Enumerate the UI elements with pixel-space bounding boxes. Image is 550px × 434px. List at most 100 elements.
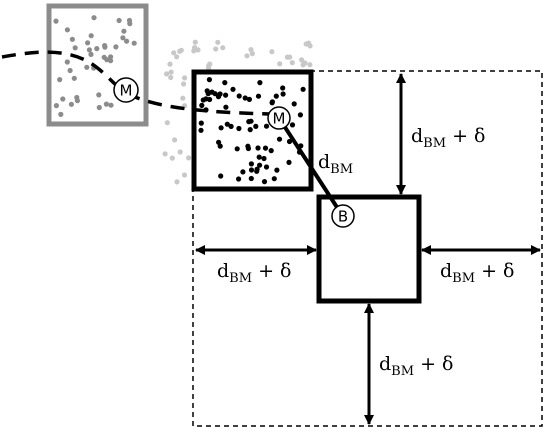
particle-dot xyxy=(299,57,305,63)
particle-dot xyxy=(222,80,228,86)
particle-dot xyxy=(236,176,242,182)
particle-dot xyxy=(180,95,186,101)
particle-dot xyxy=(181,172,188,178)
particle-dot xyxy=(53,18,59,24)
particle-dot xyxy=(64,59,70,65)
particle-dot xyxy=(171,50,177,56)
particle-dot xyxy=(240,169,246,175)
particle-dot xyxy=(256,154,262,160)
particle-dot xyxy=(220,45,226,51)
particle-dot xyxy=(249,51,255,57)
particle-dot xyxy=(246,96,252,102)
particle-dot xyxy=(71,75,77,81)
particle-dot xyxy=(198,120,204,126)
particle-dot xyxy=(57,77,63,83)
particle-dot xyxy=(91,15,97,21)
particle-dot xyxy=(223,104,229,110)
particle-dot xyxy=(286,138,293,145)
particle-dot xyxy=(186,155,192,161)
particle-dot xyxy=(289,122,296,128)
particle-dot xyxy=(167,61,173,67)
particle-dot xyxy=(257,162,263,168)
particle-dot xyxy=(85,40,91,46)
distance-label-bm: dBM xyxy=(318,151,353,177)
particle-dot xyxy=(108,58,114,64)
particle-dot xyxy=(300,62,306,68)
particle-dot xyxy=(174,179,180,185)
particle-dot xyxy=(248,118,254,124)
particle-dot xyxy=(271,176,277,182)
particle-dot xyxy=(276,136,283,142)
particle-dot xyxy=(286,159,292,165)
particle-dot xyxy=(108,54,114,60)
particle-dot xyxy=(263,123,270,129)
particle-dot xyxy=(204,88,210,94)
particle-dot xyxy=(206,63,212,69)
particle-dot xyxy=(248,47,254,53)
particle-dot xyxy=(192,39,198,45)
particle-dot xyxy=(289,60,295,66)
particle-dot xyxy=(191,48,197,54)
margin-region-dashed-border xyxy=(192,70,543,427)
particle-dot xyxy=(224,121,230,127)
svg-text:B: B xyxy=(338,208,348,226)
particle-dot xyxy=(172,137,178,143)
particle-dot xyxy=(236,93,242,99)
faint-particle-dots xyxy=(162,39,313,185)
particle-dot xyxy=(74,94,80,101)
particle-dot xyxy=(257,80,263,86)
svg-text:M: M xyxy=(273,110,286,128)
particle-dot xyxy=(248,175,254,182)
particle-dot xyxy=(198,127,204,133)
particle-dot xyxy=(244,53,250,59)
top-margin-label: dBM + δ xyxy=(411,125,486,151)
particle-dot xyxy=(207,96,213,103)
particle-dot xyxy=(254,168,260,174)
particle-dot xyxy=(269,49,275,55)
left-margin-label: dBM + δ xyxy=(217,260,292,286)
particle-dot xyxy=(101,54,107,60)
particle-dot xyxy=(94,46,100,52)
particle-dot xyxy=(120,35,126,41)
particle-dot xyxy=(131,40,137,46)
particle-dot xyxy=(177,149,183,155)
particle-dot xyxy=(113,44,119,50)
particle-dot xyxy=(124,38,130,44)
particle-dot xyxy=(200,97,206,103)
particle-dot xyxy=(297,112,303,118)
particle-dot xyxy=(248,161,254,167)
particle-marker: M xyxy=(267,106,291,130)
particle-dot xyxy=(261,155,267,162)
particle-dot xyxy=(218,173,224,179)
particle-dot xyxy=(228,123,234,129)
particle-dot xyxy=(234,146,240,152)
particle-dot xyxy=(69,36,75,42)
particle-dot xyxy=(195,47,201,53)
particle-dot xyxy=(84,64,90,70)
particle-dot xyxy=(60,96,66,102)
particle-dot xyxy=(121,28,127,34)
particle-dot xyxy=(216,139,222,145)
particle-dot xyxy=(217,91,223,97)
particle-dot xyxy=(280,85,286,91)
particle-dot xyxy=(64,27,70,33)
svg-text:M: M xyxy=(120,82,133,100)
particle-dot xyxy=(247,127,253,133)
particle-dot xyxy=(277,61,283,67)
old-particle-marker: M xyxy=(113,77,139,103)
particle-dot xyxy=(174,54,180,60)
particle-dot xyxy=(245,145,251,152)
particle-dot xyxy=(269,99,275,105)
particle-dot xyxy=(230,86,236,92)
particle-dot xyxy=(164,120,170,126)
particle-dot xyxy=(300,86,306,92)
particle-dot xyxy=(178,47,184,53)
particle-dot xyxy=(273,93,279,99)
particle-dot xyxy=(274,167,280,173)
body-marker: B xyxy=(331,204,355,228)
particle-dot xyxy=(280,91,286,97)
particle-dot xyxy=(291,101,297,107)
particle-trajectory xyxy=(1,50,271,116)
particle-dot xyxy=(182,75,188,81)
particle-dot xyxy=(307,43,313,49)
